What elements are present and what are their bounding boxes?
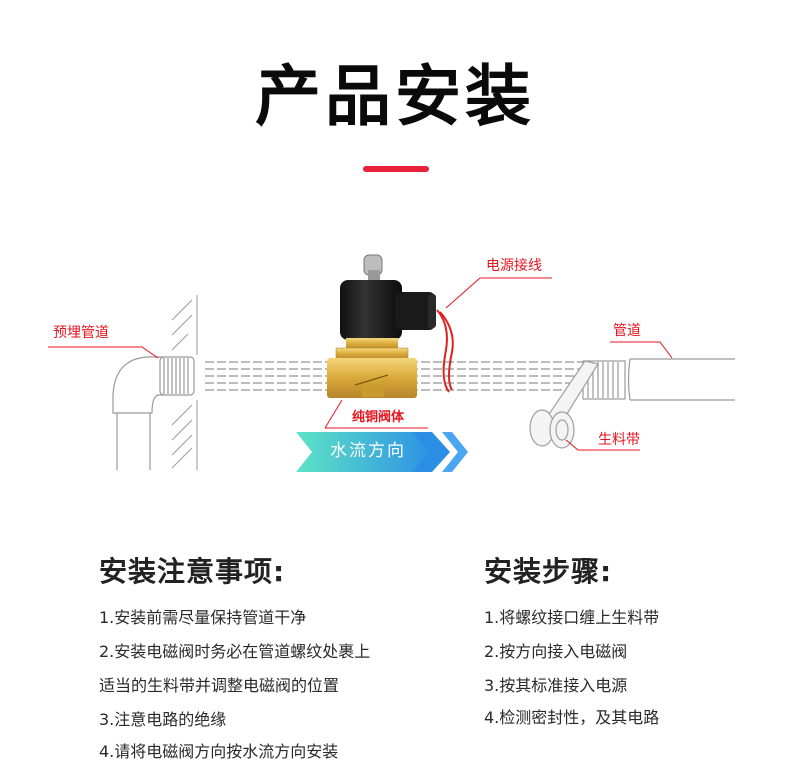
- title-underline: [363, 166, 429, 172]
- elbow-pipe: [112, 356, 195, 470]
- steps-item: 4.检测密封性，及其电路: [484, 708, 660, 727]
- notes-item: 4.请将电磁阀方向按水流方向安装: [99, 742, 339, 761]
- label-leaders: [48, 277, 673, 451]
- notes-item: 1.安装前需尽量保持管道干净: [99, 608, 307, 627]
- right-pipe: [582, 358, 735, 401]
- flow-direction-arrow: [296, 432, 468, 472]
- notes-item: 适当的生料带并调整电磁阀的位置: [99, 676, 340, 695]
- steps-item: 3.按其标准接入电源: [484, 676, 628, 695]
- solenoid-valve-image: [327, 254, 436, 398]
- page-title: 产品安装: [255, 58, 535, 135]
- steps-item: 1.将螺纹接口缠上生料带: [484, 608, 660, 627]
- label-power-wiring: 电源接线: [486, 258, 542, 274]
- label-sealing-tape: 生料带: [598, 432, 640, 448]
- label-copper-body: 纯铜阀体: [352, 410, 405, 425]
- label-pipe: 管道: [613, 323, 641, 339]
- notes-item: 2.安装电磁阀时务必在管道螺纹处裹上: [99, 642, 371, 661]
- steps-heading: 安装步骤:: [484, 555, 613, 588]
- notes-heading: 安装注意事项:: [99, 555, 286, 588]
- notes-item: 3.注意电路的绝缘: [99, 710, 227, 729]
- sealing-tape-roll: [529, 360, 599, 449]
- steps-item: 2.按方向接入电磁阀: [484, 642, 628, 661]
- label-embedded-pipe: 预埋管道: [53, 325, 109, 341]
- red-wire: [436, 309, 454, 393]
- flow-direction-label: 水流方向: [330, 441, 406, 461]
- wall-left: [171, 295, 198, 470]
